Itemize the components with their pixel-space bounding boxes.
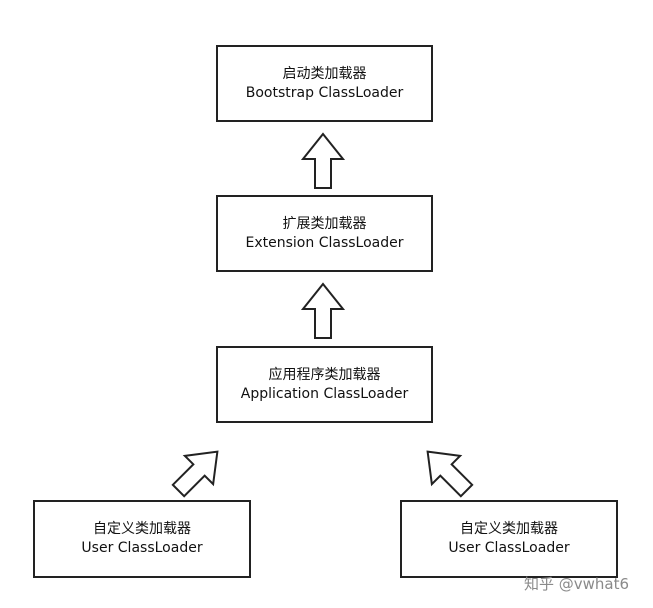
node-application-classloader: 应用程序类加载器 Application ClassLoader [216,346,433,423]
node-extension-classloader: 扩展类加载器 Extension ClassLoader [216,195,433,272]
arrow-diag-userleft-to-application [171,450,219,498]
node-label-en: Extension ClassLoader [245,234,404,251]
arrow-up-extension-to-bootstrap [300,132,346,189]
node-user-classloader-right: 自定义类加载器 User ClassLoader [400,500,618,578]
node-label-en: Application ClassLoader [240,385,409,402]
node-label-cn: 自定义类加载器 [460,521,558,537]
arrow-diag-userright-to-application [426,450,474,498]
node-label-cn: 应用程序类加载器 [268,366,381,383]
node-label-cn: 扩展类加载器 [282,215,367,232]
arrow-up-application-to-extension [300,282,346,339]
node-label-en: Bootstrap ClassLoader [245,84,404,101]
watermark: 知乎 @vwhat6 [524,575,630,593]
node-bootstrap-classloader: 启动类加载器 Bootstrap ClassLoader [216,45,433,122]
node-user-classloader-left: 自定义类加载器 User ClassLoader [33,500,251,578]
node-label-en: User ClassLoader [81,540,203,556]
node-label-cn: 自定义类加载器 [93,521,191,537]
node-label-en: User ClassLoader [448,540,570,556]
node-label-cn: 启动类加载器 [282,65,367,82]
